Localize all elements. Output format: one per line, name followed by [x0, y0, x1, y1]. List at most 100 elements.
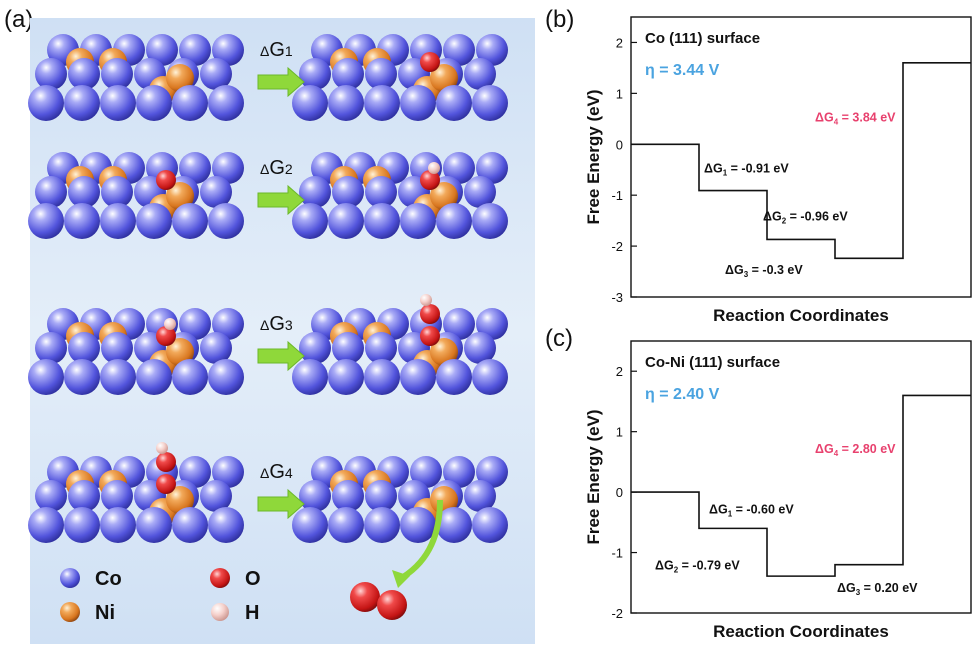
legend-ni-swatch [60, 602, 80, 622]
co-atom [400, 203, 436, 239]
ni-atom [166, 182, 194, 210]
h-atom [428, 162, 440, 174]
co-atom [328, 203, 364, 239]
slab-after-step-3 [292, 294, 508, 395]
slab-before-step-4 [28, 442, 244, 543]
o-atom [420, 170, 440, 190]
ni-atom [430, 338, 458, 366]
slab-after-step-4 [292, 456, 508, 543]
co-atom [64, 507, 100, 543]
slab-after-step-2 [292, 152, 508, 239]
overpotential-label: η = 2.40 V [645, 386, 720, 403]
co-atom [472, 203, 508, 239]
co-atom [464, 480, 496, 512]
co-atom [332, 176, 364, 208]
o-atom [420, 52, 440, 72]
co-atom [332, 480, 364, 512]
y-tick-label: -2 [611, 239, 623, 254]
slab-before-step-2 [28, 152, 244, 239]
co-atom [476, 152, 508, 184]
co-atom [35, 332, 67, 364]
step-arrow-1 [257, 66, 305, 98]
annotation-dg2: ΔG2 = -0.79 eV [655, 558, 740, 574]
co-atom [64, 85, 100, 121]
annotation-dg2: ΔG2 = -0.96 eV [763, 210, 848, 226]
co-atom [28, 203, 64, 239]
release-arrow-head [392, 570, 410, 588]
co-atom [328, 507, 364, 543]
step-label-3: ΔG3 [260, 313, 293, 335]
co-atom [68, 176, 100, 208]
co-atom [299, 332, 331, 364]
co-atom [436, 359, 472, 395]
co-atom [212, 34, 244, 66]
step-arrow-2 [257, 184, 305, 216]
o-atom [156, 326, 176, 346]
co-atom [28, 85, 64, 121]
co-atom [472, 359, 508, 395]
annotation-dg1: ΔG1 = -0.60 eV [709, 502, 794, 518]
legend-co-label: Co [95, 568, 122, 590]
panel-label-c: (c) [545, 325, 573, 352]
legend-ni-label: Ni [95, 602, 115, 624]
y-tick-label: -1 [611, 188, 623, 203]
co-atom [212, 152, 244, 184]
step-label-2: ΔG2 [260, 157, 293, 179]
co-atom [179, 34, 211, 66]
co-atom [443, 34, 475, 66]
co-atom [179, 308, 211, 340]
annotation-dg3: ΔG3 = 0.20 eV [837, 581, 918, 597]
co-atom [332, 58, 364, 90]
co-atom [68, 58, 100, 90]
co-atom [136, 507, 172, 543]
y-tick-label: -1 [611, 546, 623, 561]
step-label-4: ΔG4 [260, 461, 293, 483]
step-arrow-4 [257, 488, 305, 520]
co-atom [200, 480, 232, 512]
co-atom [172, 507, 208, 543]
co-atom [172, 203, 208, 239]
co-atom [436, 203, 472, 239]
co-atom [472, 507, 508, 543]
free-energy-step-line [631, 62, 971, 260]
plot-frame [630, 340, 972, 614]
co-atom [100, 203, 136, 239]
co-atom [68, 332, 100, 364]
co-atom [101, 480, 133, 512]
legend-o-label: O [245, 568, 261, 590]
co-atom [365, 58, 397, 90]
slab-after-step-1 [292, 34, 508, 121]
o-atom [156, 170, 176, 190]
co-atom [328, 85, 364, 121]
chart-title: Co (111) surface [645, 30, 760, 47]
annotation-dg3: ΔG3 = -0.3 eV [725, 263, 803, 279]
co-atom [299, 480, 331, 512]
co-atom [136, 85, 172, 121]
plot-frame [630, 16, 972, 298]
y-tick-label: 2 [616, 364, 623, 379]
y-tick-label: 0 [616, 137, 623, 152]
co-atom [464, 58, 496, 90]
ni-atom [430, 182, 458, 210]
co-atom [35, 176, 67, 208]
co-atom [68, 480, 100, 512]
co-atom [436, 85, 472, 121]
co-atom [146, 34, 178, 66]
step-arrow-3 [257, 340, 305, 372]
co-atom [292, 203, 328, 239]
co-atom [292, 85, 328, 121]
y-tick-label: 1 [616, 425, 623, 440]
co-atom [472, 85, 508, 121]
annotation-dg1: ΔG1 = -0.91 eV [704, 161, 789, 177]
co-atom [299, 176, 331, 208]
co-atom [208, 203, 244, 239]
y-tick-label: -2 [611, 606, 623, 621]
co-atom [364, 507, 400, 543]
co-atom [364, 85, 400, 121]
step-label-1: ΔG1 [260, 39, 293, 61]
co-atom [212, 456, 244, 488]
co-atom [208, 507, 244, 543]
co-atom [35, 58, 67, 90]
